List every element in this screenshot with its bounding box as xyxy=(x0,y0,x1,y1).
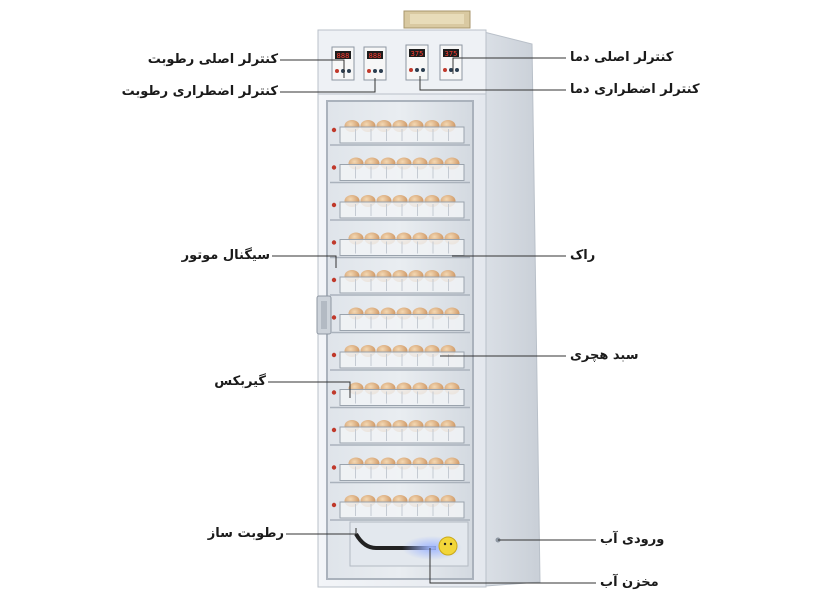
egg-tray xyxy=(330,270,470,296)
leader-temp-backup xyxy=(419,76,566,91)
leader-temp-main xyxy=(452,57,566,74)
svg-text:375: 375 xyxy=(411,50,424,58)
leader-signal-motor xyxy=(272,255,337,268)
label-temp-main-controller: کنترلر اصلی دما xyxy=(570,50,674,65)
egg-tray xyxy=(330,457,470,484)
egg-trays xyxy=(330,120,470,521)
top-box xyxy=(403,10,471,29)
leader-humidity-backup xyxy=(280,78,376,93)
rack-pin xyxy=(331,352,337,358)
egg-tray xyxy=(330,195,470,221)
controller-humidity-main: 888 xyxy=(331,46,355,81)
label-humidity-main-controller: کنترلر اصلی رطوبت xyxy=(147,52,278,67)
rack-pin xyxy=(331,427,337,433)
label-signal-motor: سیگنال موتور xyxy=(181,248,270,263)
leader-humidity-main xyxy=(280,59,345,78)
egg-tray xyxy=(330,420,470,446)
rack-pin xyxy=(331,240,337,245)
leader-water-tank xyxy=(429,548,596,584)
rack-pin xyxy=(331,127,337,133)
egg-tray xyxy=(330,495,470,521)
controller-humidity-backup: 888 xyxy=(363,46,387,81)
egg-tray xyxy=(330,307,470,334)
controller-temp-main: 375 xyxy=(439,44,463,81)
label-gearbox: گیربکس xyxy=(214,374,266,389)
label-rack: راک xyxy=(570,248,596,263)
label-humidity-backup-controller: کنترلر اضطراری رطوبت xyxy=(121,84,278,99)
label-humidifier: رطوبت ساز xyxy=(207,526,284,541)
egg-tray xyxy=(330,120,470,146)
egg-tray xyxy=(330,157,470,184)
rack-pin xyxy=(331,202,337,208)
rack-pin xyxy=(331,315,337,320)
egg-tray xyxy=(330,382,470,409)
rack-pin xyxy=(331,465,337,470)
svg-text:375: 375 xyxy=(445,50,458,58)
egg-tray xyxy=(330,232,470,259)
svg-text:888: 888 xyxy=(369,52,382,60)
rack-pin xyxy=(331,390,337,395)
rack-pin xyxy=(331,165,337,170)
label-egg-tray: سبد هچری xyxy=(570,348,639,363)
leader-lines xyxy=(268,57,596,584)
controller-temp-backup: 375 xyxy=(405,44,429,81)
humidifier-unit xyxy=(349,521,469,567)
svg-text:888: 888 xyxy=(337,52,350,60)
label-temp-backup-controller: کنترلر اضطراری دما xyxy=(570,82,700,97)
rack-pin xyxy=(331,502,337,508)
label-water-inlet: ورودی آب xyxy=(600,532,665,547)
label-water-tank: مخزن آب xyxy=(600,575,659,590)
leader-humidifier xyxy=(286,528,357,535)
leader-gearbox xyxy=(268,381,351,398)
rack-pin xyxy=(331,277,337,283)
egg-tray xyxy=(330,345,470,371)
